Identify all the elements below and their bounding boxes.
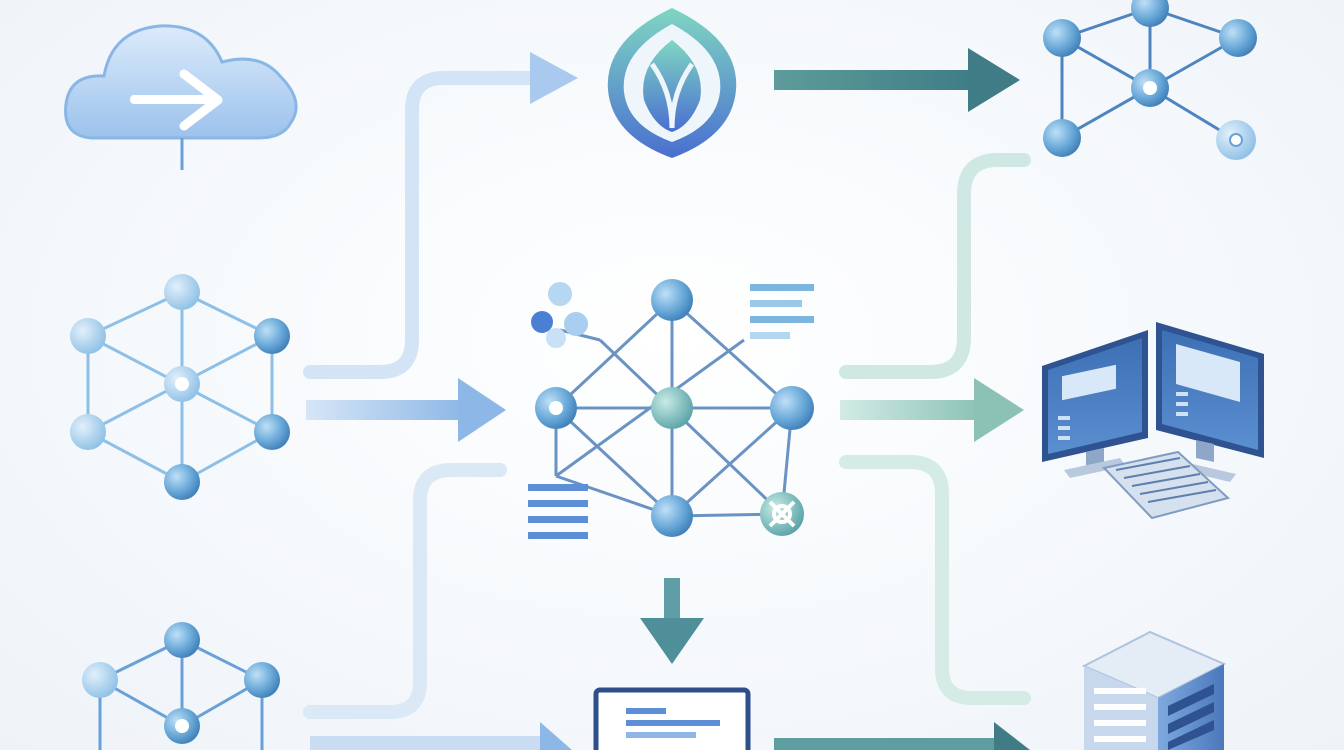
connector-center-to-bottom-left bbox=[303, 463, 507, 719]
mesh-network-icon bbox=[528, 279, 814, 539]
graph-node bbox=[651, 387, 693, 429]
arrow-shaft-logo-to-network bbox=[774, 70, 974, 90]
graph-node bbox=[164, 274, 200, 310]
arrow-shaft-bottom bbox=[310, 736, 540, 750]
arrow-shaft-bottom-right bbox=[774, 738, 994, 750]
network-cube-icon-bottom bbox=[82, 622, 280, 750]
graph-node bbox=[244, 662, 280, 698]
graph-node bbox=[254, 414, 290, 450]
connector-center-to-server bbox=[839, 455, 1031, 705]
graph-node bbox=[651, 279, 693, 321]
arrow-shaft-to-center bbox=[306, 400, 466, 420]
arrow-shaft-center-to-workstation bbox=[840, 400, 980, 420]
connectors bbox=[303, 48, 1031, 750]
arrowhead-to-center bbox=[458, 378, 506, 442]
graph-node bbox=[651, 495, 693, 537]
graph-node bbox=[164, 464, 200, 500]
graph-node bbox=[1219, 19, 1257, 57]
graph-node bbox=[1043, 19, 1081, 57]
graph-node bbox=[70, 318, 106, 354]
graph-node bbox=[82, 662, 118, 698]
graph-node bbox=[164, 622, 200, 658]
arrowhead-bottom bbox=[540, 722, 572, 750]
arrowhead-down bbox=[640, 618, 704, 664]
bubble-icon bbox=[531, 282, 588, 348]
graph-node bbox=[70, 414, 106, 450]
graph-node bbox=[254, 318, 290, 354]
connector-center-to-top-right bbox=[839, 153, 1031, 379]
arrowhead-to-logo bbox=[530, 52, 578, 104]
server-rack-icon bbox=[1081, 630, 1227, 750]
arrowhead-center-to-workstation bbox=[974, 378, 1024, 442]
arrowhead-logo-to-network bbox=[968, 48, 1020, 112]
arrow-shaft-down bbox=[664, 578, 680, 622]
cloud-upload-icon bbox=[64, 24, 298, 170]
network-graph-icon-top-right bbox=[1043, 0, 1257, 160]
graph-node bbox=[770, 386, 814, 430]
graph-node bbox=[1131, 0, 1169, 27]
document-window-icon bbox=[593, 687, 751, 750]
connector-to-logo bbox=[303, 71, 547, 379]
arrowhead-bottom-right bbox=[994, 722, 1030, 750]
leaf-shield-icon bbox=[607, 8, 737, 158]
graph-node bbox=[1043, 119, 1081, 157]
network-cube-icon-mid bbox=[70, 274, 290, 500]
list-lines-icon bbox=[750, 284, 814, 339]
list-lines-icon bbox=[528, 484, 588, 539]
dual-monitor-icon bbox=[1042, 322, 1264, 520]
